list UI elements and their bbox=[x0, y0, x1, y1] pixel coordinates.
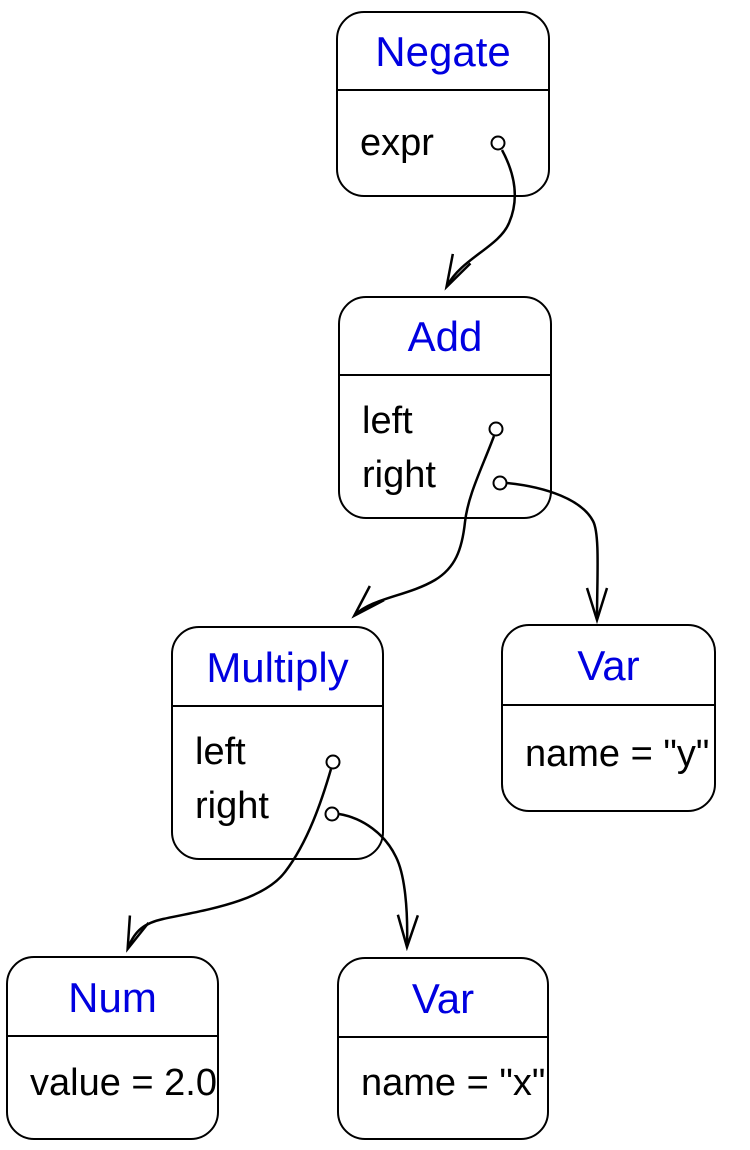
node-title: Add bbox=[407, 313, 483, 360]
field-row: name = "x" bbox=[361, 1064, 547, 1102]
field-row: right bbox=[195, 779, 382, 833]
node-multiply-fields: left right bbox=[173, 707, 382, 858]
port-multiply-left bbox=[325, 754, 341, 770]
field-label: value = 2.0 bbox=[30, 1061, 217, 1104]
node-title: Multiply bbox=[206, 643, 349, 691]
node-add: Add left right bbox=[338, 296, 552, 519]
field-row: name = "y" bbox=[525, 735, 714, 773]
node-title: Var bbox=[411, 974, 475, 1022]
node-add-fields: left right bbox=[340, 376, 550, 517]
port-add-left bbox=[488, 421, 504, 437]
field-label: left bbox=[362, 400, 413, 442]
node-multiply: Multiply left right bbox=[171, 626, 384, 860]
node-add-header: Add bbox=[340, 298, 550, 376]
field-row: expr bbox=[360, 124, 548, 162]
edge-negate-expr-to-add bbox=[447, 149, 517, 286]
node-var-x: Var name = "x" bbox=[337, 957, 549, 1140]
node-title: Var bbox=[577, 642, 640, 689]
node-title: Negate bbox=[375, 28, 511, 75]
field-row: left bbox=[195, 725, 382, 779]
node-num-fields: value = 2.0 bbox=[8, 1037, 217, 1138]
field-label: left bbox=[195, 731, 246, 773]
node-multiply-header: Multiply bbox=[173, 628, 382, 707]
edge-multiply-right-to-var-x bbox=[338, 812, 407, 946]
node-var-y-fields: name = "y" bbox=[503, 706, 714, 810]
node-num-header: Num bbox=[8, 958, 217, 1037]
edge-add-left-to-multiply bbox=[355, 435, 496, 615]
edge-multiply-left-to-num bbox=[128, 768, 333, 948]
port-negate-expr bbox=[490, 135, 506, 151]
field-row: left bbox=[362, 394, 550, 448]
edge-add-right-to-var-y bbox=[506, 481, 598, 619]
field-label: right bbox=[195, 785, 269, 827]
port-multiply-right bbox=[324, 806, 340, 822]
field-row: value = 2.0 bbox=[30, 1064, 217, 1102]
node-title: Num bbox=[68, 973, 157, 1021]
node-var-x-fields: name = "x" bbox=[339, 1038, 547, 1138]
port-add-right bbox=[492, 475, 508, 491]
field-label: right bbox=[362, 454, 436, 496]
field-label: name = "y" bbox=[525, 733, 710, 775]
node-negate-fields: expr bbox=[338, 91, 548, 195]
node-num: Num value = 2.0 bbox=[6, 956, 219, 1140]
node-negate: Negate expr bbox=[336, 11, 550, 197]
node-var-x-header: Var bbox=[339, 959, 547, 1038]
field-label: name = "x" bbox=[361, 1062, 546, 1104]
node-var-y: Var name = "y" bbox=[501, 624, 716, 812]
node-negate-header: Negate bbox=[338, 13, 548, 91]
field-row: right bbox=[362, 448, 550, 502]
field-label: expr bbox=[360, 122, 434, 164]
node-var-y-header: Var bbox=[503, 626, 714, 706]
